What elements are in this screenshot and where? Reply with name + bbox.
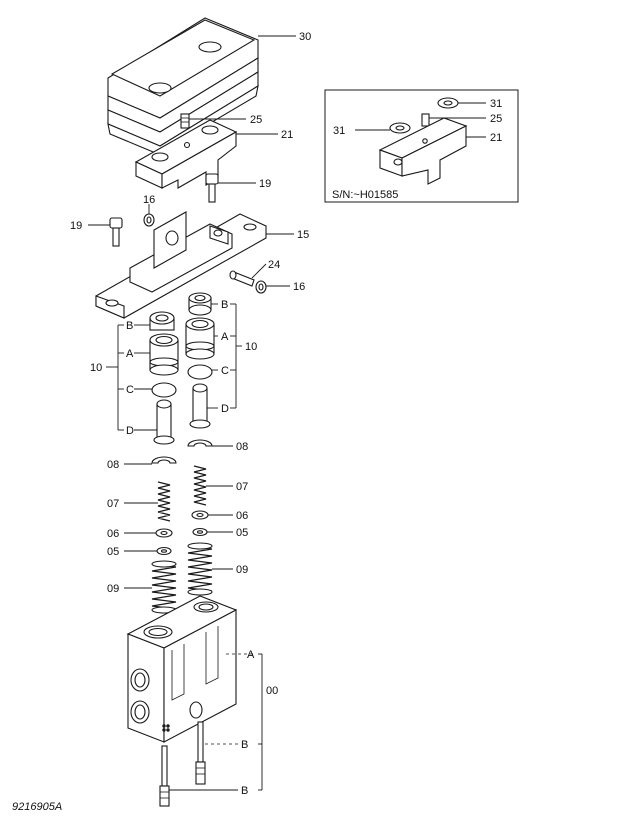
pin-part-24	[229, 263, 267, 287]
left-valve-stack	[149, 311, 179, 614]
label-16-upper: 16	[143, 194, 155, 206]
label-16-right: 16	[293, 281, 305, 293]
label-07-right: 07	[236, 481, 248, 493]
label-c-left: C	[126, 384, 134, 396]
label-10-left: 10	[90, 362, 102, 374]
label-19-upper: 19	[259, 178, 271, 190]
label-08-right: 08	[236, 441, 248, 453]
drawing-number: 9216905A	[12, 801, 62, 813]
label-a-left: A	[126, 348, 134, 360]
bracket-part-10-left	[106, 324, 157, 431]
bolt-part-19-left	[88, 217, 123, 247]
inset-label-31-left: 31	[333, 125, 345, 137]
label-10-right: 10	[245, 341, 257, 353]
right-leaders	[206, 445, 233, 570]
label-c-right: C	[221, 365, 229, 377]
inset-alt-parts-box	[324, 89, 519, 203]
label-24: 24	[268, 259, 280, 271]
label-09-left: 09	[107, 583, 119, 595]
label-00: 00	[266, 685, 278, 697]
label-b-left: B	[126, 320, 133, 332]
label-d-left: D	[126, 425, 134, 437]
bolt-part-19-upper	[205, 173, 256, 203]
bracket-part-00	[258, 653, 263, 791]
base-plate-part-15	[95, 211, 294, 319]
plunger-b-left	[159, 745, 238, 807]
washer-part-16-left	[143, 204, 155, 227]
label-25: 25	[250, 114, 262, 126]
inset-label-21: 21	[490, 132, 502, 144]
plunger-b-right	[195, 721, 238, 785]
inset-label-25: 25	[490, 113, 502, 125]
inset-label-31-top: 31	[490, 98, 502, 110]
label-d-right: D	[221, 403, 229, 415]
label-30: 30	[299, 31, 311, 43]
inset-serial-note: S/N:~H01585	[332, 189, 398, 201]
label-08-left: 08	[107, 459, 119, 471]
washer-part-16-right	[255, 280, 290, 294]
label-06-left: 06	[107, 528, 119, 540]
label-09-right: 09	[236, 564, 248, 576]
boot-part-30	[107, 17, 296, 155]
label-05-right: 05	[236, 527, 248, 539]
label-07-left: 07	[107, 498, 119, 510]
label-a-body: A	[247, 649, 255, 661]
label-15: 15	[297, 229, 309, 241]
label-06-right: 06	[236, 510, 248, 522]
label-05-left: 05	[107, 546, 119, 558]
valve-body-part-00	[126, 595, 254, 743]
callout-labels: 30 25 21 19 16 19 15 24 16 31 25 31 21 S…	[12, 31, 502, 813]
label-b-plunger-right: B	[241, 739, 248, 751]
right-valve-stack	[185, 292, 215, 596]
bracket-part-10-right	[207, 303, 242, 409]
left-leaders	[124, 463, 158, 589]
label-21: 21	[281, 129, 293, 141]
label-19-left: 19	[70, 220, 82, 232]
label-b-plunger-left: B	[241, 785, 248, 797]
label-b-right: B	[221, 299, 228, 311]
label-a-right: A	[221, 331, 229, 343]
set-screw-part-25	[180, 113, 246, 129]
